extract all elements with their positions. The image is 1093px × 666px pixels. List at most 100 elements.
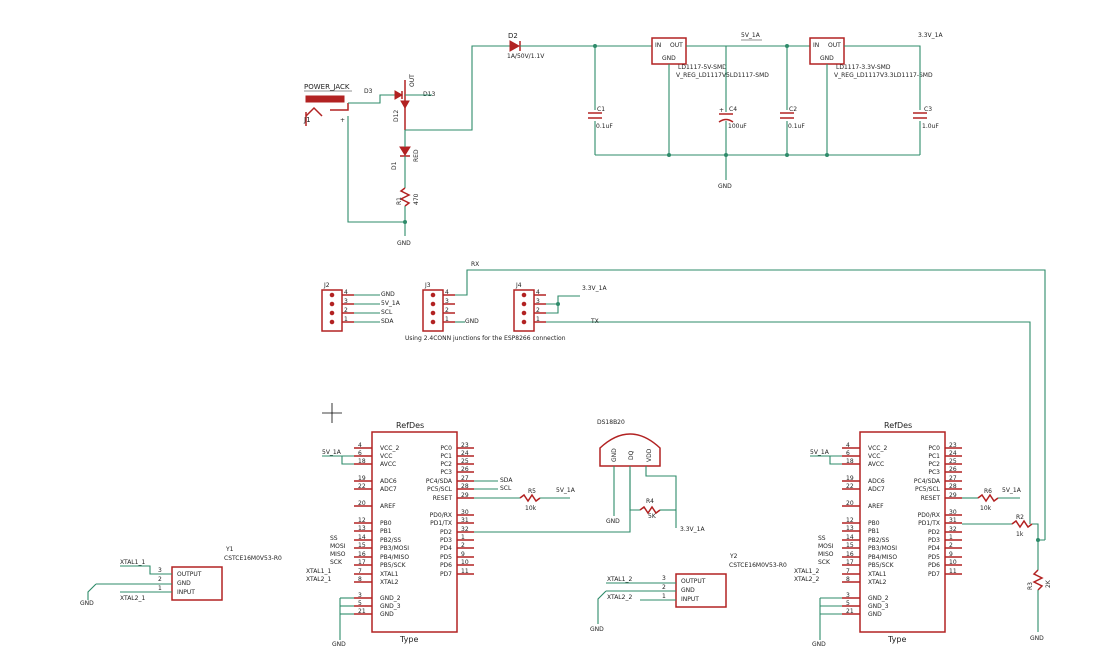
svg-text:TX: TX <box>590 318 599 325</box>
svg-text:GND: GND <box>718 183 732 190</box>
svg-text:R2: R2 <box>1016 514 1024 521</box>
connector-contact <box>430 301 436 307</box>
connector-contact <box>521 301 527 307</box>
pin-number: 1 <box>461 534 465 541</box>
connector-contact <box>430 292 436 298</box>
pin-number: 3 <box>846 592 850 599</box>
svg-text:OUTPUT: OUTPUT <box>177 571 202 578</box>
svg-text:OUTPUT: OUTPUT <box>681 578 706 585</box>
pin-number: 1 <box>344 316 348 323</box>
svg-text:0.1uF: 0.1uF <box>788 123 805 130</box>
pin-name: RESET <box>433 495 453 502</box>
pin-number: 22 <box>358 483 366 490</box>
pin-number: 7 <box>846 568 850 575</box>
svg-text:SS: SS <box>330 535 338 542</box>
crosshair-icon <box>322 403 342 423</box>
svg-text:Type: Type <box>887 635 906 644</box>
pin-number: 1 <box>445 316 449 323</box>
pin-number: 3 <box>358 592 362 599</box>
pin-name: PB3/MOSI <box>868 545 897 552</box>
pin-number: 16 <box>846 551 854 558</box>
pin-number: 30 <box>461 509 469 516</box>
svg-text:5V_1A: 5V_1A <box>810 449 830 456</box>
svg-text:XTAL2_2: XTAL2_2 <box>794 576 819 583</box>
pin-number: 22 <box>846 483 854 490</box>
svg-text:GND: GND <box>681 587 695 594</box>
svg-text:XTAL2_1: XTAL2_1 <box>306 576 331 583</box>
pin-number: 14 <box>846 534 854 541</box>
pin-name: PC4/SDA <box>914 478 941 485</box>
connector-contact <box>329 319 335 325</box>
svg-text:Y2: Y2 <box>729 553 738 560</box>
pin-name: GND <box>868 611 882 618</box>
pin-number: 25 <box>949 458 957 465</box>
svg-text:MISO: MISO <box>330 551 346 558</box>
connector-contact <box>521 319 527 325</box>
pin-name: PD5 <box>440 554 452 561</box>
svg-text:XTAL1_1: XTAL1_1 <box>120 559 145 566</box>
svg-text:1: 1 <box>662 593 666 600</box>
capacitor-c3: C3 1.0uF <box>913 106 939 130</box>
pin-number: 2 <box>536 307 540 314</box>
pin-number: 3 <box>445 298 449 305</box>
pin-name: PD3 <box>440 537 452 544</box>
pin-number: 4 <box>358 442 362 449</box>
pin-name: PC2 <box>440 461 452 468</box>
ds18b20-sensor: DS18B20 GND DQ VDD <box>597 419 661 467</box>
svg-text:J4: J4 <box>515 282 522 289</box>
pin-name: RESET <box>921 495 941 502</box>
pin-number: 15 <box>358 542 366 549</box>
pin-name: PB0 <box>868 520 880 527</box>
svg-text:GND: GND <box>590 626 604 633</box>
svg-text:5V_1A: 5V_1A <box>322 449 342 456</box>
pin-number: 12 <box>358 517 366 524</box>
pin-name: AVCC <box>868 461 884 468</box>
svg-text:LD1117-5V-SMD: LD1117-5V-SMD <box>678 64 727 71</box>
svg-text:3.3V_1A: 3.3V_1A <box>582 285 607 292</box>
pin-name: AREF <box>868 503 884 510</box>
pin-number: 21 <box>846 608 854 615</box>
pin-name: PC3 <box>440 469 452 476</box>
pin-name: AVCC <box>380 461 396 468</box>
svg-text:SCL: SCL <box>381 309 393 316</box>
pin-number: 26 <box>949 466 957 473</box>
pin-number: 6 <box>846 450 850 457</box>
svg-text:GND: GND <box>606 518 620 525</box>
pin-number: 23 <box>461 442 469 449</box>
pin-name: PC5/SCL <box>915 486 941 493</box>
svg-text:OUT: OUT <box>409 74 416 87</box>
pin-name: PD7 <box>928 571 940 578</box>
pin-name: VCC <box>868 453 880 460</box>
pin-number: 2 <box>949 542 953 549</box>
svg-text:GND: GND <box>465 318 479 325</box>
svg-text:OUT: OUT <box>670 42 683 49</box>
note-text: Using 2.4CONN junctions for the ESP8266 … <box>405 335 566 342</box>
pin-name: VCC_2 <box>868 445 887 452</box>
pin-number: 11 <box>949 568 957 575</box>
pin-number: 16 <box>358 551 366 558</box>
regulator-3v3: IN OUT GND LD1117-3.3V-SMD V_REG_LD1117V… <box>809 37 933 79</box>
resonator-y1: OUTPUT GND INPUT Y1 CSTCE16M0V53-R0 3 2 … <box>158 546 282 601</box>
pin-name: PD4 <box>440 545 452 552</box>
pin-name: PC1 <box>928 453 940 460</box>
svg-text:R6: R6 <box>984 488 992 495</box>
pin-name: PC3 <box>928 469 940 476</box>
pin-name: AREF <box>380 503 396 510</box>
svg-text:5V_1A: 5V_1A <box>381 300 401 307</box>
connector-contact <box>329 310 335 316</box>
svg-text:INPUT: INPUT <box>177 589 195 596</box>
pin-number: 12 <box>846 517 854 524</box>
pin-name: PD2 <box>440 529 452 536</box>
pin-name: PC1 <box>440 453 452 460</box>
pin-name: ADC7 <box>380 486 397 493</box>
svg-text:D2: D2 <box>508 32 518 40</box>
svg-text:R4: R4 <box>646 498 654 505</box>
svg-text:5V_1A: 5V_1A <box>741 32 761 39</box>
svg-text:RefDes: RefDes <box>396 421 424 430</box>
j1-label: J1 <box>303 116 311 124</box>
pin-number: 32 <box>461 526 469 533</box>
pin-name: VCC_2 <box>380 445 399 452</box>
svg-text:CSTCE16M0V53-R0: CSTCE16M0V53-R0 <box>224 555 282 562</box>
svg-text:INPUT: INPUT <box>681 596 699 603</box>
